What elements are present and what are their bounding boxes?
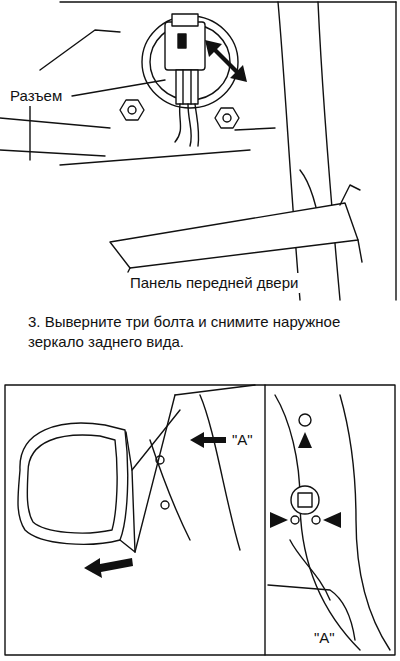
double-arrow: [205, 40, 247, 82]
mirror: [18, 385, 255, 552]
part-label: Панель передней двери: [128, 273, 300, 293]
figure-divider: [264, 385, 265, 655]
connector: [165, 14, 205, 146]
view-label: "A": [312, 628, 337, 648]
bolt-detail: [268, 395, 390, 650]
arrow: [84, 432, 226, 578]
bolt: [120, 100, 239, 128]
figure-frame: [5, 385, 395, 655]
door-panel: [110, 185, 362, 272]
view-label: "A": [230, 430, 255, 450]
part-label: Разъем: [8, 86, 64, 106]
pointer-triangles: [270, 432, 341, 528]
step-text: 3. Выверните три болта и снимите наружно…: [28, 312, 394, 352]
door-interior-drawing: [0, 2, 396, 300]
leader-line: [72, 80, 165, 96]
